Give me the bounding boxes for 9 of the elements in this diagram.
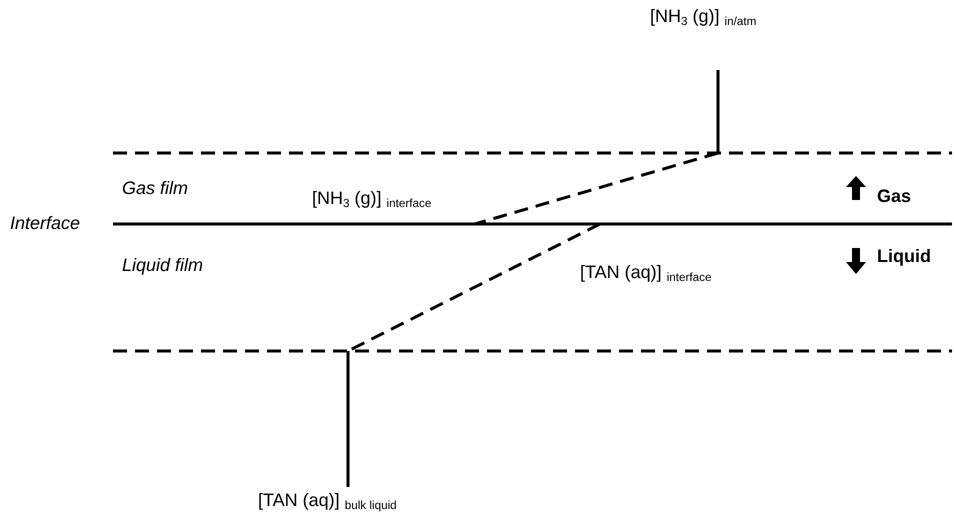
region-label: Interface	[10, 213, 80, 235]
flux-label: Gas	[877, 186, 912, 208]
concentration-label: [NH$_{3}$ (g)] $_{interface}$	[312, 188, 432, 211]
concentration-label: [TAN (aq)] $_{bulk liquid}$	[258, 490, 397, 513]
region-label: Liquid film	[122, 255, 204, 277]
concentration-label: [TAN (aq)] $_{interface}$	[580, 262, 712, 285]
region-label: Gas film	[122, 178, 188, 200]
concentration-label: [NH$_{3}$ (g)] $_{in/atm}$	[650, 6, 756, 29]
flux-label: Liquid	[877, 246, 931, 268]
